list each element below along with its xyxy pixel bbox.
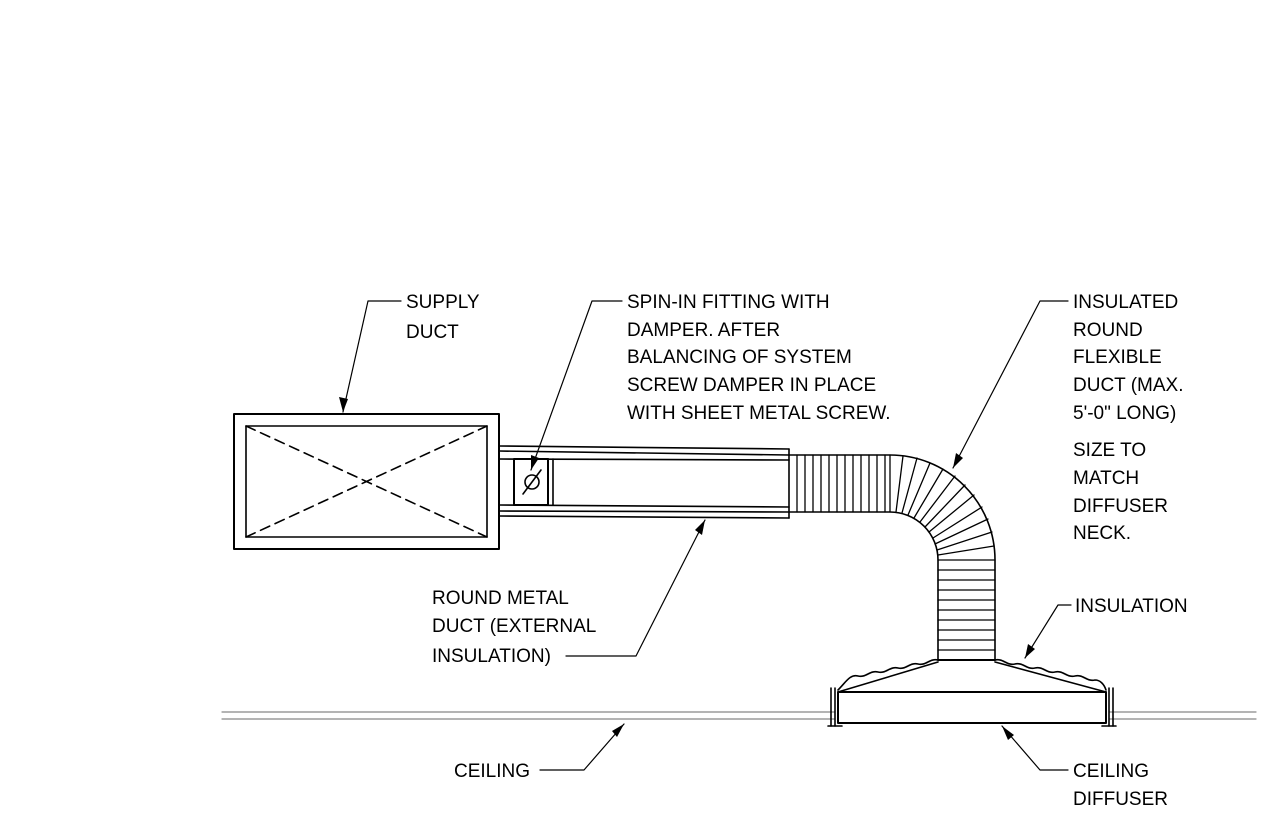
svg-text:ROUND METAL: ROUND METAL bbox=[432, 588, 569, 609]
svg-text:SPIN-IN FITTING WITH: SPIN-IN FITTING WITH bbox=[627, 292, 830, 313]
svg-text:CEILING: CEILING bbox=[454, 761, 530, 782]
label-supply-duct: SUPPLY DUCT bbox=[406, 292, 480, 343]
svg-text:BALANCING OF SYSTEM: BALANCING OF SYSTEM bbox=[627, 347, 852, 368]
label-round-metal-duct: ROUND METAL DUCT (EXTERNAL INSULATION) bbox=[432, 588, 596, 667]
svg-text:SIZE TO: SIZE TO bbox=[1073, 440, 1146, 461]
svg-text:5'-0" LONG): 5'-0" LONG) bbox=[1073, 403, 1176, 424]
label-flexible-duct: INSULATED ROUND FLEXIBLE DUCT (MAX. 5'-0… bbox=[1073, 292, 1183, 544]
supply-duct bbox=[233, 413, 500, 550]
svg-text:NECK.: NECK. bbox=[1073, 523, 1131, 544]
svg-text:CEILING: CEILING bbox=[1073, 761, 1149, 782]
label-ceiling-diffuser: CEILING DIFFUSER bbox=[1073, 761, 1168, 810]
svg-text:INSULATION): INSULATION) bbox=[432, 646, 551, 667]
label-spin-in-fitting: SPIN-IN FITTING WITH DAMPER. AFTER BALAN… bbox=[627, 292, 891, 424]
ceiling-line bbox=[221, 711, 1257, 720]
ceiling-diffuser bbox=[827, 659, 1117, 727]
svg-text:DIFFUSER: DIFFUSER bbox=[1073, 789, 1168, 810]
svg-text:MATCH: MATCH bbox=[1073, 468, 1139, 489]
svg-text:INSULATION: INSULATION bbox=[1075, 596, 1188, 617]
svg-text:DUCT (EXTERNAL: DUCT (EXTERNAL bbox=[432, 616, 596, 637]
svg-text:SUPPLY: SUPPLY bbox=[406, 292, 480, 313]
damper-icon bbox=[524, 474, 540, 490]
flexible-duct bbox=[788, 454, 996, 661]
svg-text:DAMPER. AFTER: DAMPER. AFTER bbox=[627, 320, 780, 341]
svg-text:SCREW DAMPER IN PLACE: SCREW DAMPER IN PLACE bbox=[627, 375, 876, 396]
svg-text:DUCT (MAX.: DUCT (MAX. bbox=[1073, 375, 1183, 396]
leader-arrowheads bbox=[339, 397, 1035, 740]
svg-text:DUCT: DUCT bbox=[406, 322, 459, 343]
round-metal-duct bbox=[498, 445, 790, 519]
leader-lines bbox=[342, 300, 1072, 771]
svg-text:WITH SHEET METAL SCREW.: WITH SHEET METAL SCREW. bbox=[627, 403, 891, 424]
svg-text:DIFFUSER: DIFFUSER bbox=[1073, 496, 1168, 517]
svg-text:ROUND: ROUND bbox=[1073, 320, 1143, 341]
label-insulation: INSULATION bbox=[1075, 596, 1188, 617]
svg-text:INSULATED: INSULATED bbox=[1073, 292, 1178, 313]
diffuser-insulation bbox=[837, 658, 1107, 691]
svg-text:FLEXIBLE: FLEXIBLE bbox=[1073, 347, 1162, 368]
label-ceiling: CEILING bbox=[454, 761, 530, 782]
